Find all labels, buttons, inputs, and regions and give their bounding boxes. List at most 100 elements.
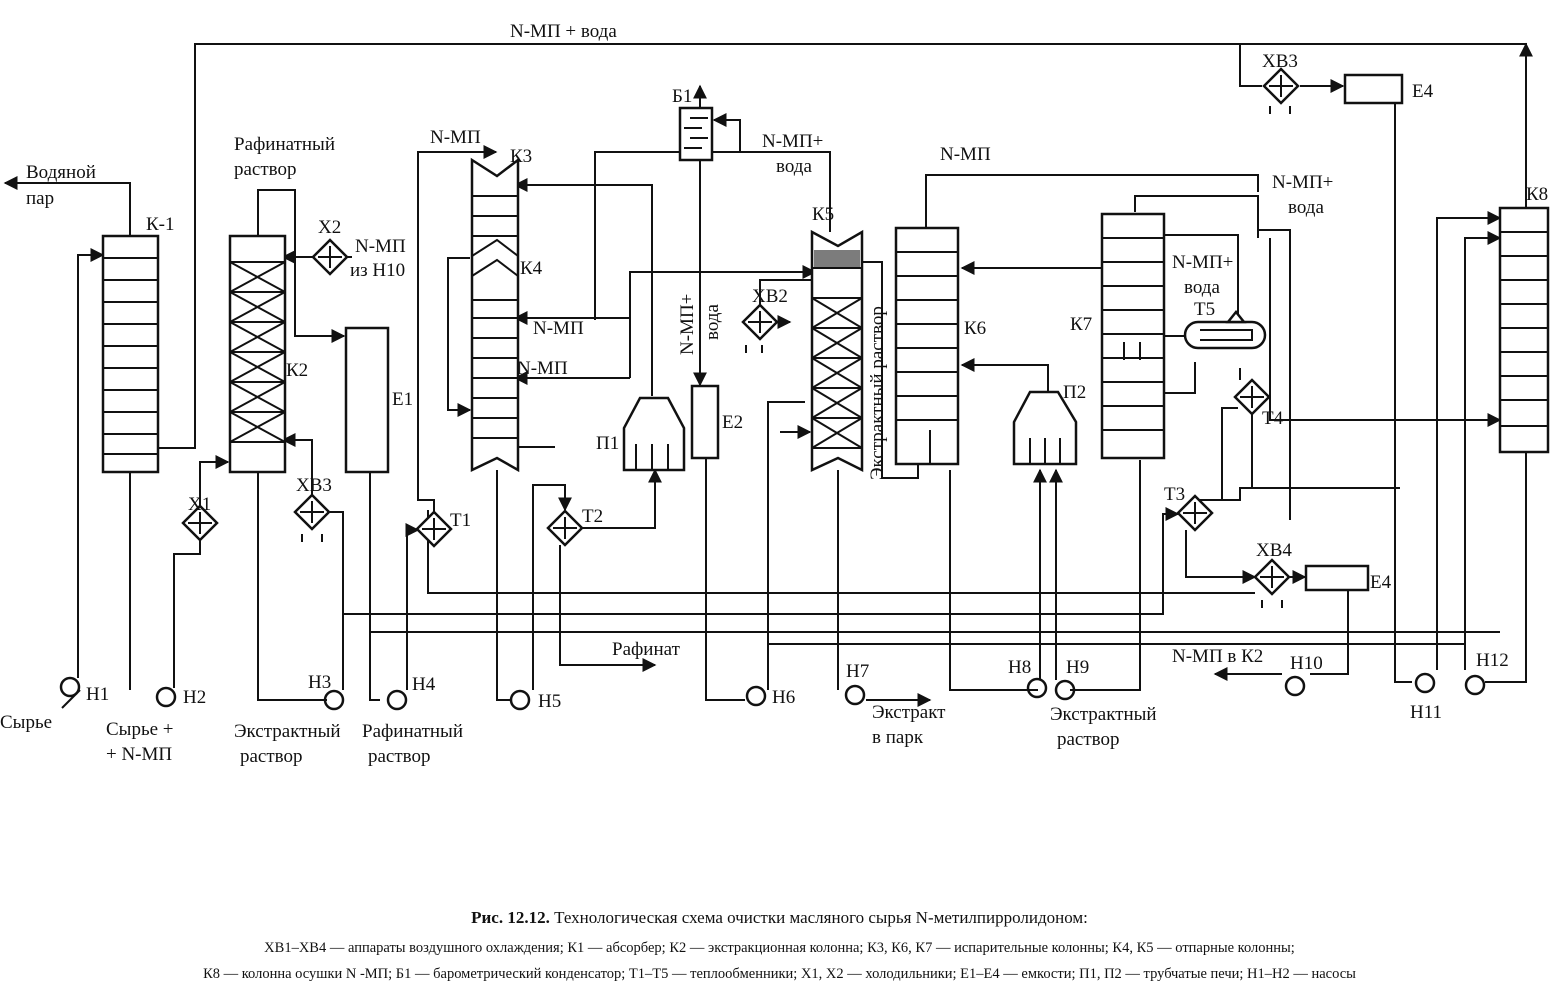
t1-to-k3-top <box>417 145 498 512</box>
label-extract-solution-h8-2: раствор <box>1057 729 1120 750</box>
tag-e1: Е1 <box>392 389 413 410</box>
figure-title: Технологическая схема очистки масляного … <box>554 908 1088 927</box>
label-feed-nmp-2: + N-МП <box>106 744 172 765</box>
label-water-vapor-1: Водяной <box>26 162 96 183</box>
barometric-condenser-b1 <box>678 106 714 162</box>
pump-h2 <box>155 686 177 708</box>
h1-to-k1 <box>77 248 105 678</box>
tag-t5: Т5 <box>1194 299 1215 320</box>
label-nmp-k4-2: N-МП <box>517 358 568 379</box>
figure-legend-line-1: ХВ1–ХВ4 — аппараты воздушного охлаждения… <box>264 940 1295 956</box>
e4-to-h11 <box>1394 103 1412 683</box>
label-nmp-water-k5-1: N-МП+ <box>762 131 823 152</box>
top-recycle-line <box>158 43 1527 683</box>
tag-h6: Н6 <box>772 687 795 708</box>
label-raffinate-out: Рафинат <box>612 639 681 660</box>
b1-vapor-in <box>594 151 680 320</box>
h11-to-k8 <box>1436 211 1502 670</box>
column-k2 <box>228 234 287 474</box>
tag-b1: Б1 <box>672 86 692 107</box>
label-feed-nmp-1: Сырье + <box>106 719 174 740</box>
vessel-e4-top <box>1343 73 1404 105</box>
tag-xb2: ХВ2 <box>752 286 788 307</box>
k3-k4-line <box>447 257 472 417</box>
h2-to-x1 <box>173 540 201 688</box>
label-raffinate-solution-h4-1: Рафинатный <box>362 721 463 742</box>
heat-exchanger-t5 <box>1183 309 1267 350</box>
xb3b-in <box>1239 44 1262 87</box>
label-nmp-water-vertical-1: N-МП+ <box>677 294 698 355</box>
xb4-cooler <box>1253 558 1291 596</box>
k6-bottom-to-h8 <box>949 470 1038 691</box>
label-nmp-k4-1: N-МП <box>533 318 584 339</box>
k7-nmp-water <box>1257 196 1291 520</box>
label-nmp-water-k7-inner-2: вода <box>1184 277 1220 298</box>
tag-k7: К7 <box>1070 314 1092 335</box>
tag-k3: К3 <box>510 146 532 167</box>
header-614 <box>343 507 1180 615</box>
tag-k5: К5 <box>812 204 834 225</box>
tag-h10: Н10 <box>1290 653 1323 674</box>
furnace-p2 <box>1012 390 1078 466</box>
pump-h12 <box>1464 674 1486 696</box>
h3-up <box>330 511 344 690</box>
tag-h4: Н4 <box>412 674 436 695</box>
label-nmp-from-h10-1: N-МП <box>355 236 406 257</box>
k2-top-line <box>257 189 346 343</box>
tag-p2: П2 <box>1063 382 1086 403</box>
furnace-p1 <box>622 396 686 472</box>
tag-t1: Т1 <box>450 510 471 531</box>
k5-to-b1 <box>712 151 831 232</box>
xb3-to-k2 <box>281 433 313 495</box>
fan-glyphs <box>301 106 1291 608</box>
t2-to-p1 <box>582 468 662 529</box>
figure-number: Рис. 12.12. <box>471 908 550 927</box>
tag-e4-top: Е4 <box>1412 81 1434 102</box>
vessel-e1 <box>344 326 390 474</box>
t4-line <box>1239 368 1253 488</box>
tag-k2: К2 <box>286 360 308 381</box>
label-top-recycle: N-МП + вода <box>510 21 617 42</box>
k7-to-t5 <box>1165 234 1239 318</box>
label-nmp-to-k2: N-МП в К2 <box>1172 646 1263 667</box>
h10-line <box>1310 652 1349 675</box>
pump-h6 <box>745 685 767 707</box>
tag-h8: Н8 <box>1008 657 1031 678</box>
flow-labels: N-МП + вода Водяной пар Рафинатный раств… <box>0 21 1333 767</box>
label-nmp-water-k7-inner-1: N-МП+ <box>1172 252 1233 273</box>
tag-k4: К4 <box>520 258 543 279</box>
tag-xb4: ХВ4 <box>1256 540 1292 561</box>
column-k6 <box>894 226 960 466</box>
k3-bottom-to-h5 <box>496 470 510 701</box>
t3-line <box>1199 487 1400 510</box>
p2-to-k6 <box>960 358 1049 400</box>
label-nmp-from-h10-2: из Н10 <box>350 260 405 281</box>
e1-to-h4 <box>369 472 380 701</box>
tag-h7: Н7 <box>846 661 869 682</box>
h6-up <box>767 401 805 690</box>
tag-h3: Н3 <box>308 672 331 693</box>
label-raffinate-solution-top-2: раствор <box>234 159 297 180</box>
vessel-e2 <box>690 384 720 460</box>
equipment-tags: К-1 К2 К3 К4 К5 К6 К7 К8 Х1 Х2 ХВ2 ХВ3 Х… <box>86 51 1548 723</box>
tag-t4: Т4 <box>1262 408 1284 429</box>
x1-exchanger <box>181 504 219 542</box>
k8-feed <box>1269 238 1502 427</box>
pump-h7 <box>844 684 866 706</box>
pump-h1 <box>59 676 81 698</box>
label-nmp-k6-top: N-МП <box>940 144 991 165</box>
h5-to-t2 <box>532 484 572 690</box>
tag-xb3-right: ХВ3 <box>1262 51 1298 72</box>
pump-h4 <box>386 689 408 711</box>
label-water-vapor-2: пар <box>26 188 54 209</box>
vessel-e4-bottom <box>1304 564 1370 592</box>
column-k7 <box>1100 212 1166 460</box>
tag-p1: П1 <box>596 433 619 454</box>
pump-h9 <box>1054 679 1076 701</box>
tag-h12: Н12 <box>1476 650 1509 671</box>
tag-x1: Х1 <box>188 494 211 515</box>
column-k3-k4 <box>470 157 520 473</box>
pump-h10 <box>1284 675 1306 697</box>
p1-to-k3 <box>513 178 653 396</box>
tag-h2: Н2 <box>183 687 206 708</box>
